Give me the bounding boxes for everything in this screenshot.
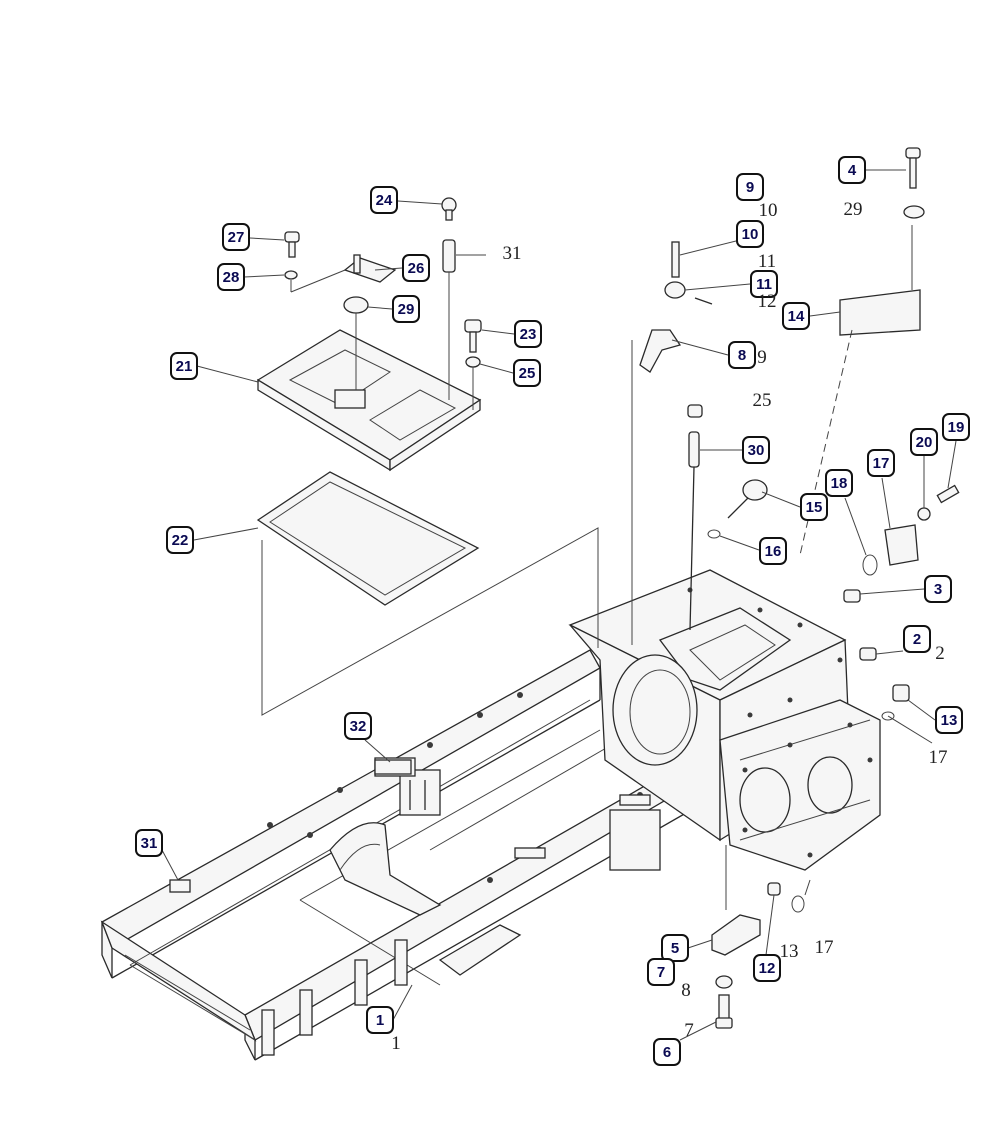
top-cover: [256, 329, 482, 472]
callout-28[interactable]: 28: [217, 263, 245, 291]
callout-4[interactable]: 4: [838, 156, 866, 184]
plain-label-8: 8: [681, 980, 691, 1001]
leader-lines: [161, 169, 957, 1041]
callout-25[interactable]: 25: [513, 359, 541, 387]
callout-26[interactable]: 26: [402, 254, 430, 282]
callout-22[interactable]: 22: [166, 526, 194, 554]
plain-label-25: 25: [752, 390, 772, 411]
callout-14[interactable]: 14: [782, 302, 810, 330]
plain-label-17-right: 17: [928, 747, 948, 768]
callout-7[interactable]: 7: [647, 958, 675, 986]
callout-21[interactable]: 21: [170, 352, 198, 380]
callout-32[interactable]: 32: [344, 712, 372, 740]
cover-gasket: [256, 471, 480, 606]
plain-label-7: 7: [684, 1020, 694, 1041]
callout-8[interactable]: 8: [728, 341, 756, 369]
plain-label-12: 12: [757, 291, 777, 312]
callout-23[interactable]: 23: [514, 320, 542, 348]
callout-29[interactable]: 29: [392, 295, 420, 323]
callout-20[interactable]: 20: [910, 428, 938, 456]
callout-12[interactable]: 12: [753, 954, 781, 982]
plain-label-2: 2: [935, 643, 945, 664]
callout-27[interactable]: 27: [222, 223, 250, 251]
callout-2[interactable]: 2: [903, 625, 931, 653]
callout-17-upper[interactable]: 17: [867, 449, 895, 477]
callout-30[interactable]: 30: [742, 436, 770, 464]
callout-24[interactable]: 24: [370, 186, 398, 214]
callout-9[interactable]: 9: [736, 173, 764, 201]
callout-5[interactable]: 5: [661, 934, 689, 962]
small-parts: [284, 147, 960, 1029]
callout-1[interactable]: 1: [366, 1006, 394, 1034]
plain-label-29: 29: [843, 199, 863, 220]
rear-housing: [568, 569, 881, 871]
callout-10[interactable]: 10: [736, 220, 764, 248]
callout-11[interactable]: 11: [750, 270, 778, 298]
plain-label-10: 10: [758, 200, 778, 221]
plain-label-17-bottom: 17: [814, 937, 834, 958]
plain-label-11: 11: [757, 251, 777, 272]
callout-15[interactable]: 15: [800, 493, 828, 521]
plain-label-1: 1: [391, 1033, 401, 1054]
plain-label-9: 9: [757, 347, 767, 368]
callout-13[interactable]: 13: [935, 706, 963, 734]
callout-6[interactable]: 6: [653, 1038, 681, 1066]
plain-label-13: 13: [779, 941, 799, 962]
callout-18[interactable]: 18: [825, 469, 853, 497]
callout-16[interactable]: 16: [759, 537, 787, 565]
callout-3[interactable]: 3: [924, 575, 952, 603]
callout-19[interactable]: 19: [942, 413, 970, 441]
plain-label-31: 31: [502, 243, 522, 264]
main-frame: [100, 649, 701, 1061]
callout-31[interactable]: 31: [135, 829, 163, 857]
